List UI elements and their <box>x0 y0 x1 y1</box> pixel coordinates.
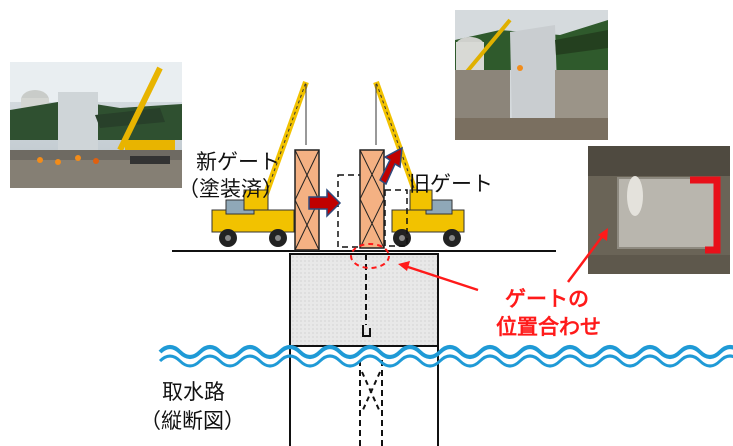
new-gate-label: 新ゲート <box>196 150 280 174</box>
photo-gate-install-top <box>455 10 608 140</box>
alignment-circle <box>350 243 390 269</box>
photo-crane-site-left <box>10 62 182 188</box>
old-gate-label: 旧ゲート <box>409 172 493 196</box>
photo-gate-closeup-right <box>588 146 730 274</box>
intake-label: 取水路 <box>162 380 225 404</box>
lift-up-arrow <box>379 146 403 186</box>
water-wave <box>158 345 733 368</box>
crane-right <box>373 80 465 247</box>
crane-left <box>211 80 309 247</box>
alignment-pointer-arrows <box>398 228 608 292</box>
new-gate-sublabel: （塗装済） <box>178 177 283 201</box>
old-gate <box>359 149 385 249</box>
move-right-arrow <box>308 188 342 218</box>
gate-alignment-label-2: 位置合わせ <box>496 315 601 339</box>
intake-sublabel: （縦断図） <box>140 409 245 433</box>
gate-alignment-label-1: ゲートの <box>505 287 589 311</box>
